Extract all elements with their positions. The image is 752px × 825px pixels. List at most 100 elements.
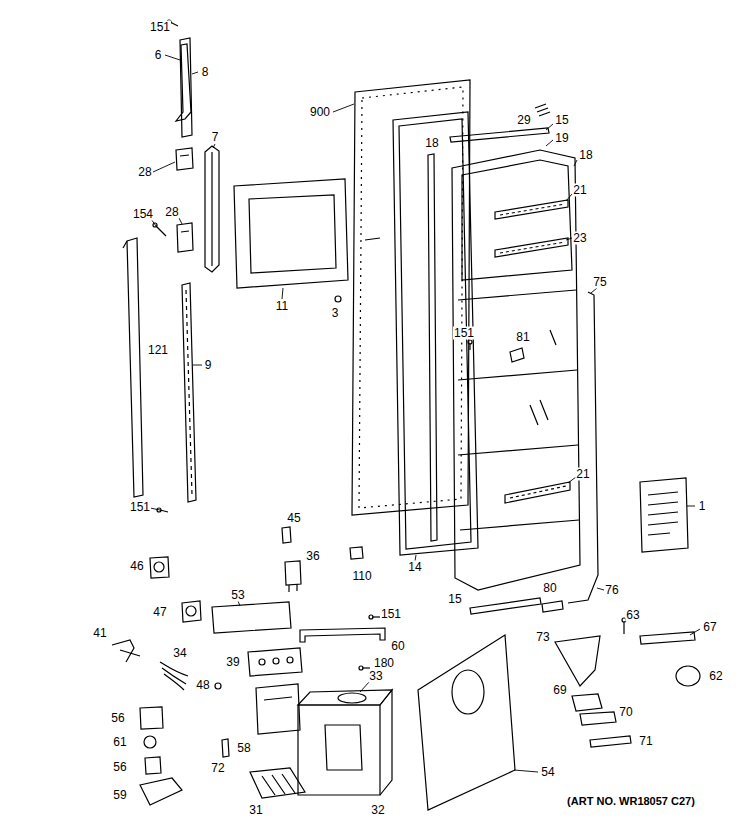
door-liner bbox=[458, 445, 578, 455]
door-liner bbox=[505, 482, 570, 503]
callout-number: 54 bbox=[540, 766, 555, 779]
callout-number: 48 bbox=[195, 679, 210, 692]
dispenser-parts bbox=[215, 683, 221, 689]
callout-number: 29 bbox=[516, 114, 531, 127]
handle bbox=[211, 152, 212, 266]
screw bbox=[369, 615, 373, 619]
door-liner bbox=[460, 520, 579, 530]
screw bbox=[359, 666, 363, 670]
callout-number: 151 bbox=[380, 608, 402, 621]
gasket bbox=[428, 154, 437, 541]
callout-number: 53 bbox=[230, 589, 245, 602]
callout-number: 61 bbox=[112, 736, 127, 749]
leader-lines bbox=[282, 288, 283, 299]
dispenser-parts bbox=[325, 725, 362, 770]
dispenser-parts bbox=[264, 697, 292, 700]
dispenser-parts bbox=[380, 690, 392, 795]
dispenser-parts bbox=[160, 662, 188, 690]
handle bbox=[177, 223, 193, 252]
dispenser-parts bbox=[250, 768, 305, 798]
ice-chute-parts bbox=[623, 622, 624, 634]
dispenser-parts bbox=[150, 557, 169, 578]
window-frame bbox=[234, 179, 348, 302]
door-liner bbox=[500, 242, 565, 253]
callout-number: 62 bbox=[708, 670, 723, 683]
callout-number: 31 bbox=[248, 804, 263, 817]
callout-number: 32 bbox=[370, 804, 385, 817]
callout-number: 180 bbox=[373, 657, 395, 670]
dispenser-parts bbox=[140, 707, 163, 729]
trim-strip bbox=[123, 38, 196, 502]
dispenser-parts bbox=[140, 778, 182, 805]
trim-strip bbox=[127, 238, 143, 497]
handle bbox=[176, 146, 219, 272]
callout-number: 47 bbox=[152, 606, 167, 619]
dispenser-parts bbox=[273, 658, 279, 664]
callout-number: 900 bbox=[309, 106, 331, 119]
callout-number: 19 bbox=[554, 132, 569, 145]
manual-booklet bbox=[648, 522, 678, 525]
callout-number: 70 bbox=[618, 706, 633, 719]
callout-number: 15 bbox=[447, 593, 462, 606]
dispenser-parts bbox=[154, 562, 164, 572]
door-liner bbox=[500, 204, 565, 215]
door-liner bbox=[470, 598, 541, 614]
door-liner bbox=[510, 348, 524, 362]
door-liner bbox=[458, 370, 577, 380]
dispenser-cover bbox=[452, 670, 484, 714]
callout-number: 39 bbox=[225, 656, 240, 669]
ice-chute-parts bbox=[676, 666, 700, 686]
dispenser-parts bbox=[144, 736, 156, 748]
callout-number: 151 bbox=[453, 327, 475, 340]
callout-number: 60 bbox=[390, 640, 405, 653]
dispenser-parts bbox=[300, 628, 385, 642]
trim-strip bbox=[186, 290, 192, 495]
door-liner bbox=[452, 150, 580, 590]
callout-number: 121 bbox=[147, 344, 169, 357]
dispenser-parts bbox=[288, 585, 289, 592]
dispenser-cover bbox=[418, 635, 515, 810]
screw bbox=[153, 223, 157, 227]
callout-number: 45 bbox=[286, 512, 301, 525]
door-liner bbox=[458, 290, 576, 300]
dispenser-parts bbox=[212, 602, 291, 633]
callout-number: 41 bbox=[92, 627, 107, 640]
handle bbox=[176, 148, 193, 170]
callout-number: 28 bbox=[164, 206, 179, 219]
door-panel bbox=[359, 87, 463, 508]
callout-number: 58 bbox=[236, 742, 251, 755]
manual-booklet bbox=[648, 502, 678, 505]
dispenser-parts bbox=[248, 648, 302, 676]
dispenser-parts bbox=[287, 657, 293, 663]
trim-strip bbox=[176, 44, 191, 121]
ice-chute-parts bbox=[580, 712, 616, 725]
callout-number: 46 bbox=[129, 560, 144, 573]
dispenser-parts bbox=[145, 757, 161, 774]
dispenser-parts bbox=[182, 601, 201, 622]
ice-chute-parts bbox=[572, 694, 602, 711]
handle bbox=[181, 231, 189, 232]
leader-lines bbox=[193, 365, 202, 366]
callout-number: 33 bbox=[368, 670, 383, 683]
leader-lines bbox=[514, 770, 538, 772]
dispenser-parts bbox=[296, 584, 297, 591]
door-liner bbox=[535, 104, 550, 116]
leader-lines bbox=[165, 55, 180, 60]
leader-lines bbox=[546, 140, 553, 146]
dispenser-parts bbox=[256, 684, 300, 734]
callout-number: 56 bbox=[112, 761, 127, 774]
callout-number: 151 bbox=[149, 21, 171, 34]
callout-number: 14 bbox=[407, 561, 422, 574]
manual-booklet bbox=[640, 478, 688, 552]
dispenser-parts bbox=[112, 640, 140, 662]
door-panel bbox=[352, 80, 470, 515]
callout-number: 8 bbox=[201, 66, 210, 79]
manual-booklet bbox=[648, 492, 678, 495]
callout-number: 18 bbox=[578, 149, 593, 162]
manual-booklet bbox=[648, 512, 678, 515]
ice-chute-parts bbox=[640, 632, 695, 644]
dispenser-parts bbox=[298, 705, 380, 795]
callout-number: 67 bbox=[702, 621, 717, 634]
